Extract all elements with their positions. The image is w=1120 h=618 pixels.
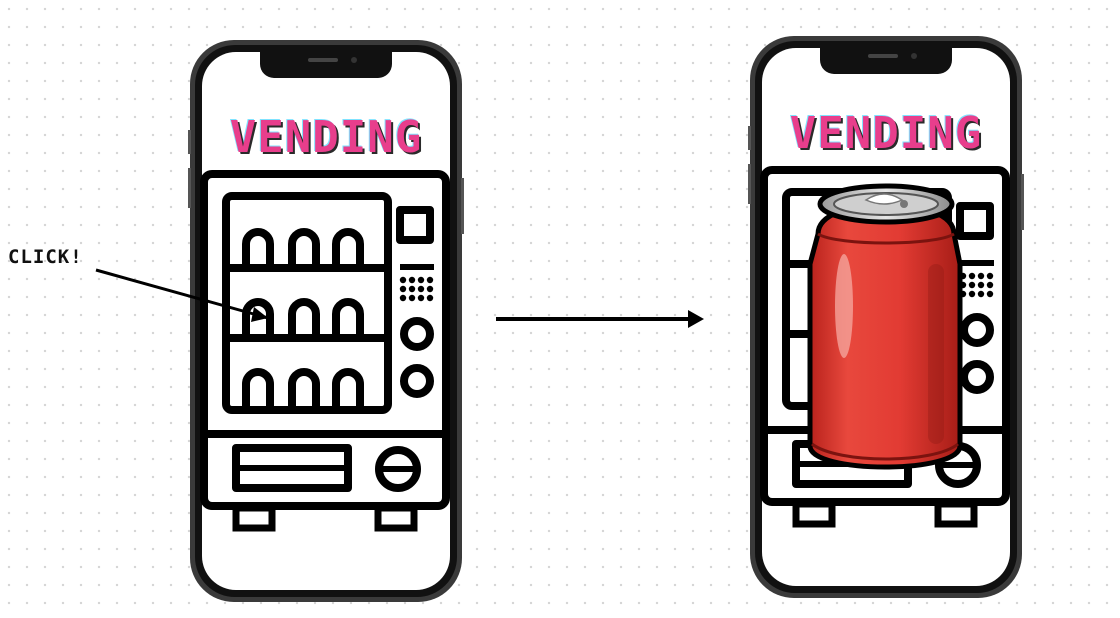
arrow-right-icon [496,310,704,328]
vending-machine-icon [200,170,450,532]
pointer-arrow-icon [95,268,269,322]
screen-title: VENDING [229,112,423,163]
phone-after: VENDING [748,34,1024,600]
phone-before: VENDING [188,38,464,604]
click-annotation: CLICK! [8,246,83,268]
phone-frame [188,40,464,602]
screen-title: VENDING [789,108,983,159]
soda-can-icon [807,183,963,470]
